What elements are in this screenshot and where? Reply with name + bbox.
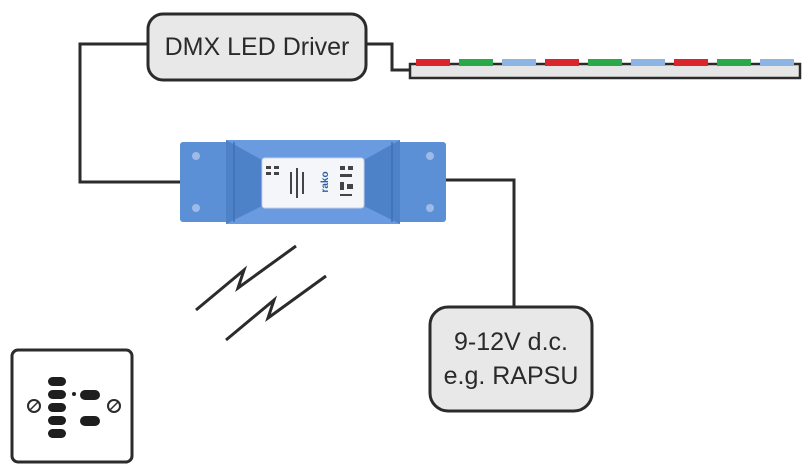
receiver-module: rako — [180, 140, 446, 224]
power-supply-voltage: 9-12V d.c. — [454, 328, 568, 356]
led-segment-red — [674, 59, 708, 66]
keypad-button — [48, 416, 66, 425]
led-segment-green — [717, 59, 751, 66]
led-segment-green — [588, 59, 622, 66]
power-supply-example: e.g. RAPSU — [443, 362, 579, 390]
module-brand-logo: rako — [320, 171, 331, 192]
keypad-button — [48, 390, 66, 399]
led-segment-green — [459, 59, 493, 66]
led-segment-red — [416, 59, 450, 66]
screw-icon — [426, 152, 434, 160]
dmx-driver-box — [146, 12, 368, 82]
screw-icon — [426, 204, 434, 212]
led-segment-red — [545, 59, 579, 66]
screw-icon — [192, 204, 200, 212]
keypad-button — [48, 403, 66, 412]
led-segment-blue — [502, 59, 536, 66]
module-label-sticker — [261, 157, 365, 209]
led-strip-base — [408, 62, 802, 80]
module-bevel-left — [226, 140, 262, 224]
keypad-button — [80, 416, 100, 426]
power-supply-box — [428, 305, 594, 413]
led-segment-blue — [631, 59, 665, 66]
dmx-driver-label: DMX LED Driver — [164, 33, 350, 61]
wire-driver-to-strip — [366, 42, 410, 72]
led-segments — [416, 59, 794, 66]
wire-module-to-psu — [446, 178, 516, 307]
module-end-right — [394, 142, 446, 222]
wall-keypad — [10, 348, 134, 464]
wires — [78, 42, 516, 307]
wire-driver-to-module — [78, 42, 180, 184]
keypad-button — [48, 377, 66, 386]
keypad-indicator-led — [72, 392, 76, 396]
led-segment-blue — [760, 59, 794, 66]
wireless-signal-icon — [195, 244, 327, 342]
power-supply-label: 9-12V d.c. e.g. RAPSU — [430, 307, 592, 411]
keypad-button — [80, 390, 100, 400]
module-end-left — [180, 142, 232, 222]
keypad-buttons — [48, 377, 100, 438]
module-bevel-right — [364, 140, 400, 224]
led-strip — [408, 59, 802, 80]
sticker-markings-icon — [266, 166, 353, 198]
screw-icon — [192, 152, 200, 160]
keypad-button — [48, 429, 66, 438]
keypad-plate — [10, 348, 134, 464]
